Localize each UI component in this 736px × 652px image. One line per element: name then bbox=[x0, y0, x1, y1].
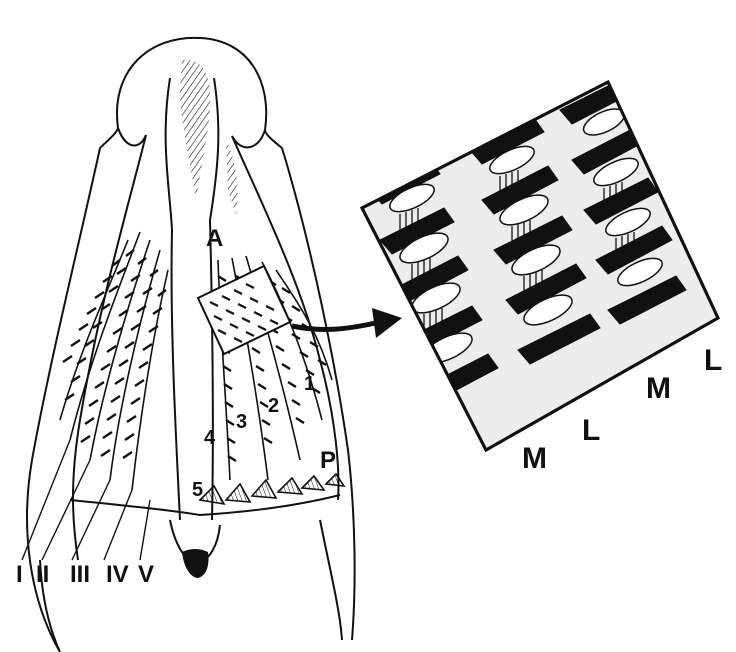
row-number-2: 2 bbox=[268, 395, 279, 417]
label-anterior: A bbox=[206, 225, 223, 252]
outer-right-contour bbox=[282, 148, 355, 640]
row-number-4: 4 bbox=[204, 427, 216, 449]
roman-numeral-II: II bbox=[36, 561, 49, 588]
label-posterior: P bbox=[320, 447, 336, 474]
inset-label-l-lower: L bbox=[582, 414, 600, 447]
roman-numeral-I: I bbox=[16, 561, 23, 588]
posterior-tip bbox=[182, 549, 209, 578]
right-shoulder bbox=[232, 130, 282, 148]
rostral-hatch bbox=[180, 60, 210, 200]
central-keel-left bbox=[166, 78, 180, 520]
left-root-lines bbox=[22, 440, 150, 560]
row-number-1: 1 bbox=[304, 373, 315, 395]
roman-numeral-IV: IV bbox=[106, 561, 129, 588]
inset-label-m-upper: M bbox=[646, 372, 671, 405]
inset-label-l-upper: L bbox=[704, 344, 722, 377]
inset-panel bbox=[350, 70, 730, 470]
inset-teeth bbox=[350, 70, 730, 470]
row-number-3: 3 bbox=[236, 411, 247, 433]
shoulder-hatch bbox=[226, 140, 238, 215]
inset-label-m-lower: M bbox=[522, 442, 547, 475]
ventral-line-right bbox=[320, 520, 342, 640]
left-shoulder bbox=[100, 128, 146, 148]
roman-numeral-V: V bbox=[138, 561, 154, 588]
roman-numeral-III: III bbox=[70, 561, 90, 588]
row-number-5: 5 bbox=[192, 479, 203, 501]
